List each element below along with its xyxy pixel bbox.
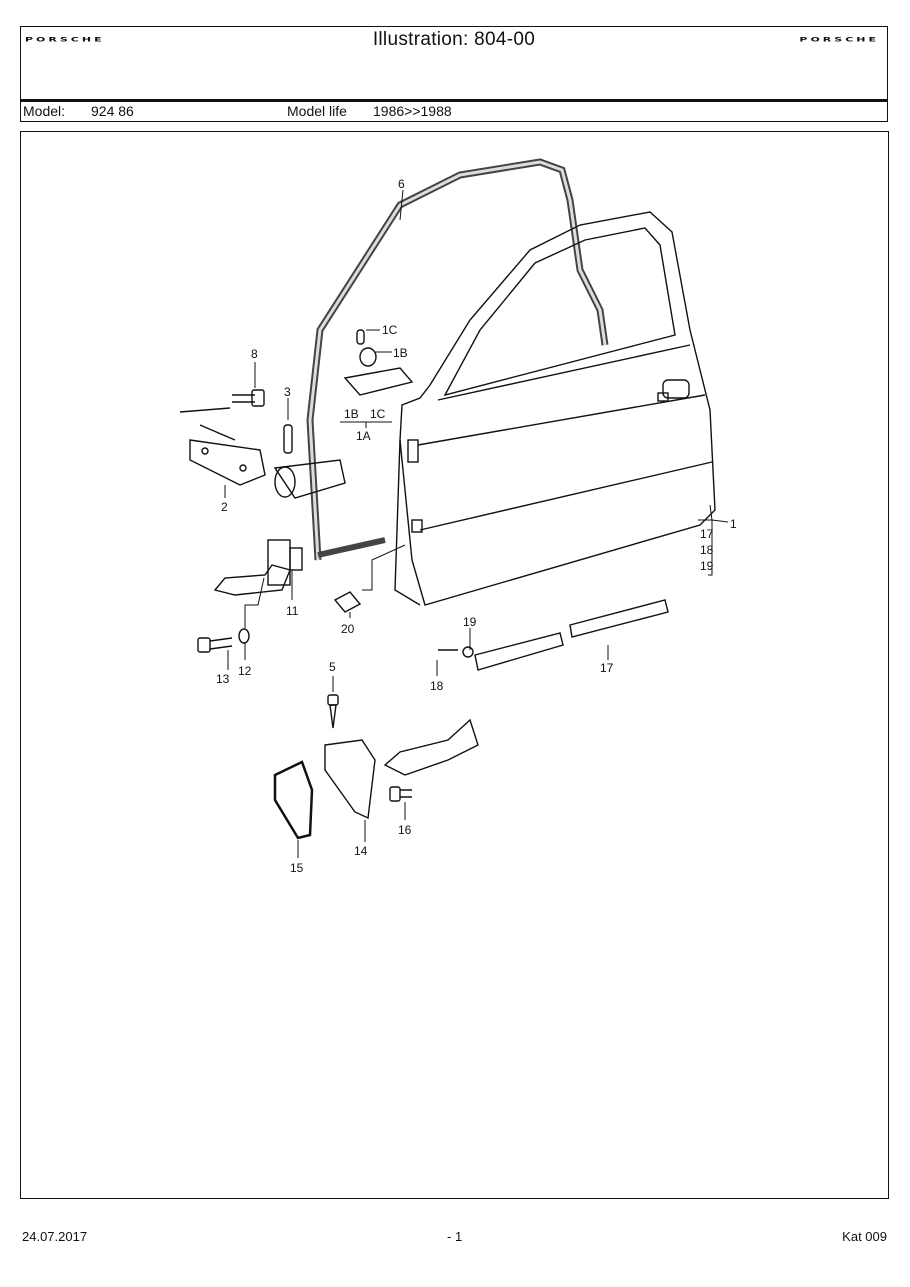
callout-14: 14 xyxy=(354,844,368,858)
door-parts-diagram: 6 1C 1B 1B 1C 1A 8 3 2 11 20 12 13 5 19 … xyxy=(179,158,737,875)
callout-17-group: 17 xyxy=(700,527,714,541)
porsche-logo-left: PORSCHE xyxy=(25,36,105,44)
callout-16: 16 xyxy=(398,823,412,837)
callout-19: 19 xyxy=(463,615,477,629)
callout-1c: 1C xyxy=(370,407,386,421)
callout-11: 11 xyxy=(286,604,299,618)
callout-3: 3 xyxy=(284,385,291,399)
footer-date: 24.07.2017 xyxy=(22,1229,88,1244)
footer-catalog: Kat 009 xyxy=(842,1229,887,1244)
model-life-label: Model life xyxy=(287,103,347,119)
callout-1b: 1B xyxy=(344,407,359,421)
leader-lines xyxy=(224,189,729,858)
illustration-title: Illustration: 804-00 xyxy=(372,29,536,50)
door-seal-part xyxy=(306,158,609,561)
pocket-frame-part xyxy=(324,739,376,820)
callout-18-group: 18 xyxy=(700,543,714,557)
callout-12: 12 xyxy=(238,664,252,678)
bolt-8-part xyxy=(232,389,265,407)
illustration-frame xyxy=(20,131,889,1199)
bolt-13-part xyxy=(197,628,250,653)
model-label: Model: xyxy=(23,103,66,119)
callout-1a: 1A xyxy=(356,429,371,443)
bar-17-part xyxy=(438,599,669,671)
upper-hinge-part xyxy=(273,459,346,499)
callout-18: 18 xyxy=(430,679,444,693)
screw-5-part xyxy=(327,694,339,729)
callout-2: 2 xyxy=(221,500,228,514)
porsche-logo-right: PORSCHE xyxy=(799,36,879,44)
hinge-pin-part xyxy=(283,424,293,454)
callout-13: 13 xyxy=(216,672,230,686)
check-arm-part xyxy=(383,718,479,802)
callout-17: 17 xyxy=(600,661,614,675)
callout-15: 15 xyxy=(290,861,304,875)
callout-1c-top: 1C xyxy=(382,323,398,337)
callout-19-group: 19 xyxy=(700,559,714,573)
plate-1a-part xyxy=(343,329,414,396)
buffer-part xyxy=(333,591,362,613)
callout-1b-top: 1B xyxy=(393,346,408,360)
callout-8: 8 xyxy=(251,347,258,361)
callout-6: 6 xyxy=(398,177,405,191)
check-strap-part xyxy=(213,539,303,596)
callout-1: 1 xyxy=(730,517,737,531)
callout-20: 20 xyxy=(341,622,355,636)
header-box: PORSCHE Illustration: 804-00 PORSCHE Mod… xyxy=(20,26,888,122)
header-divider xyxy=(21,99,887,102)
model-life-value: 1986>>1988 xyxy=(373,103,452,119)
door-shell-part xyxy=(394,211,716,606)
footer-page: - 1 xyxy=(447,1229,463,1244)
hinge-bracket-part xyxy=(179,407,266,486)
trim-15-part xyxy=(273,760,314,840)
callout-5: 5 xyxy=(329,660,336,674)
model-value: 924 86 xyxy=(91,103,134,119)
